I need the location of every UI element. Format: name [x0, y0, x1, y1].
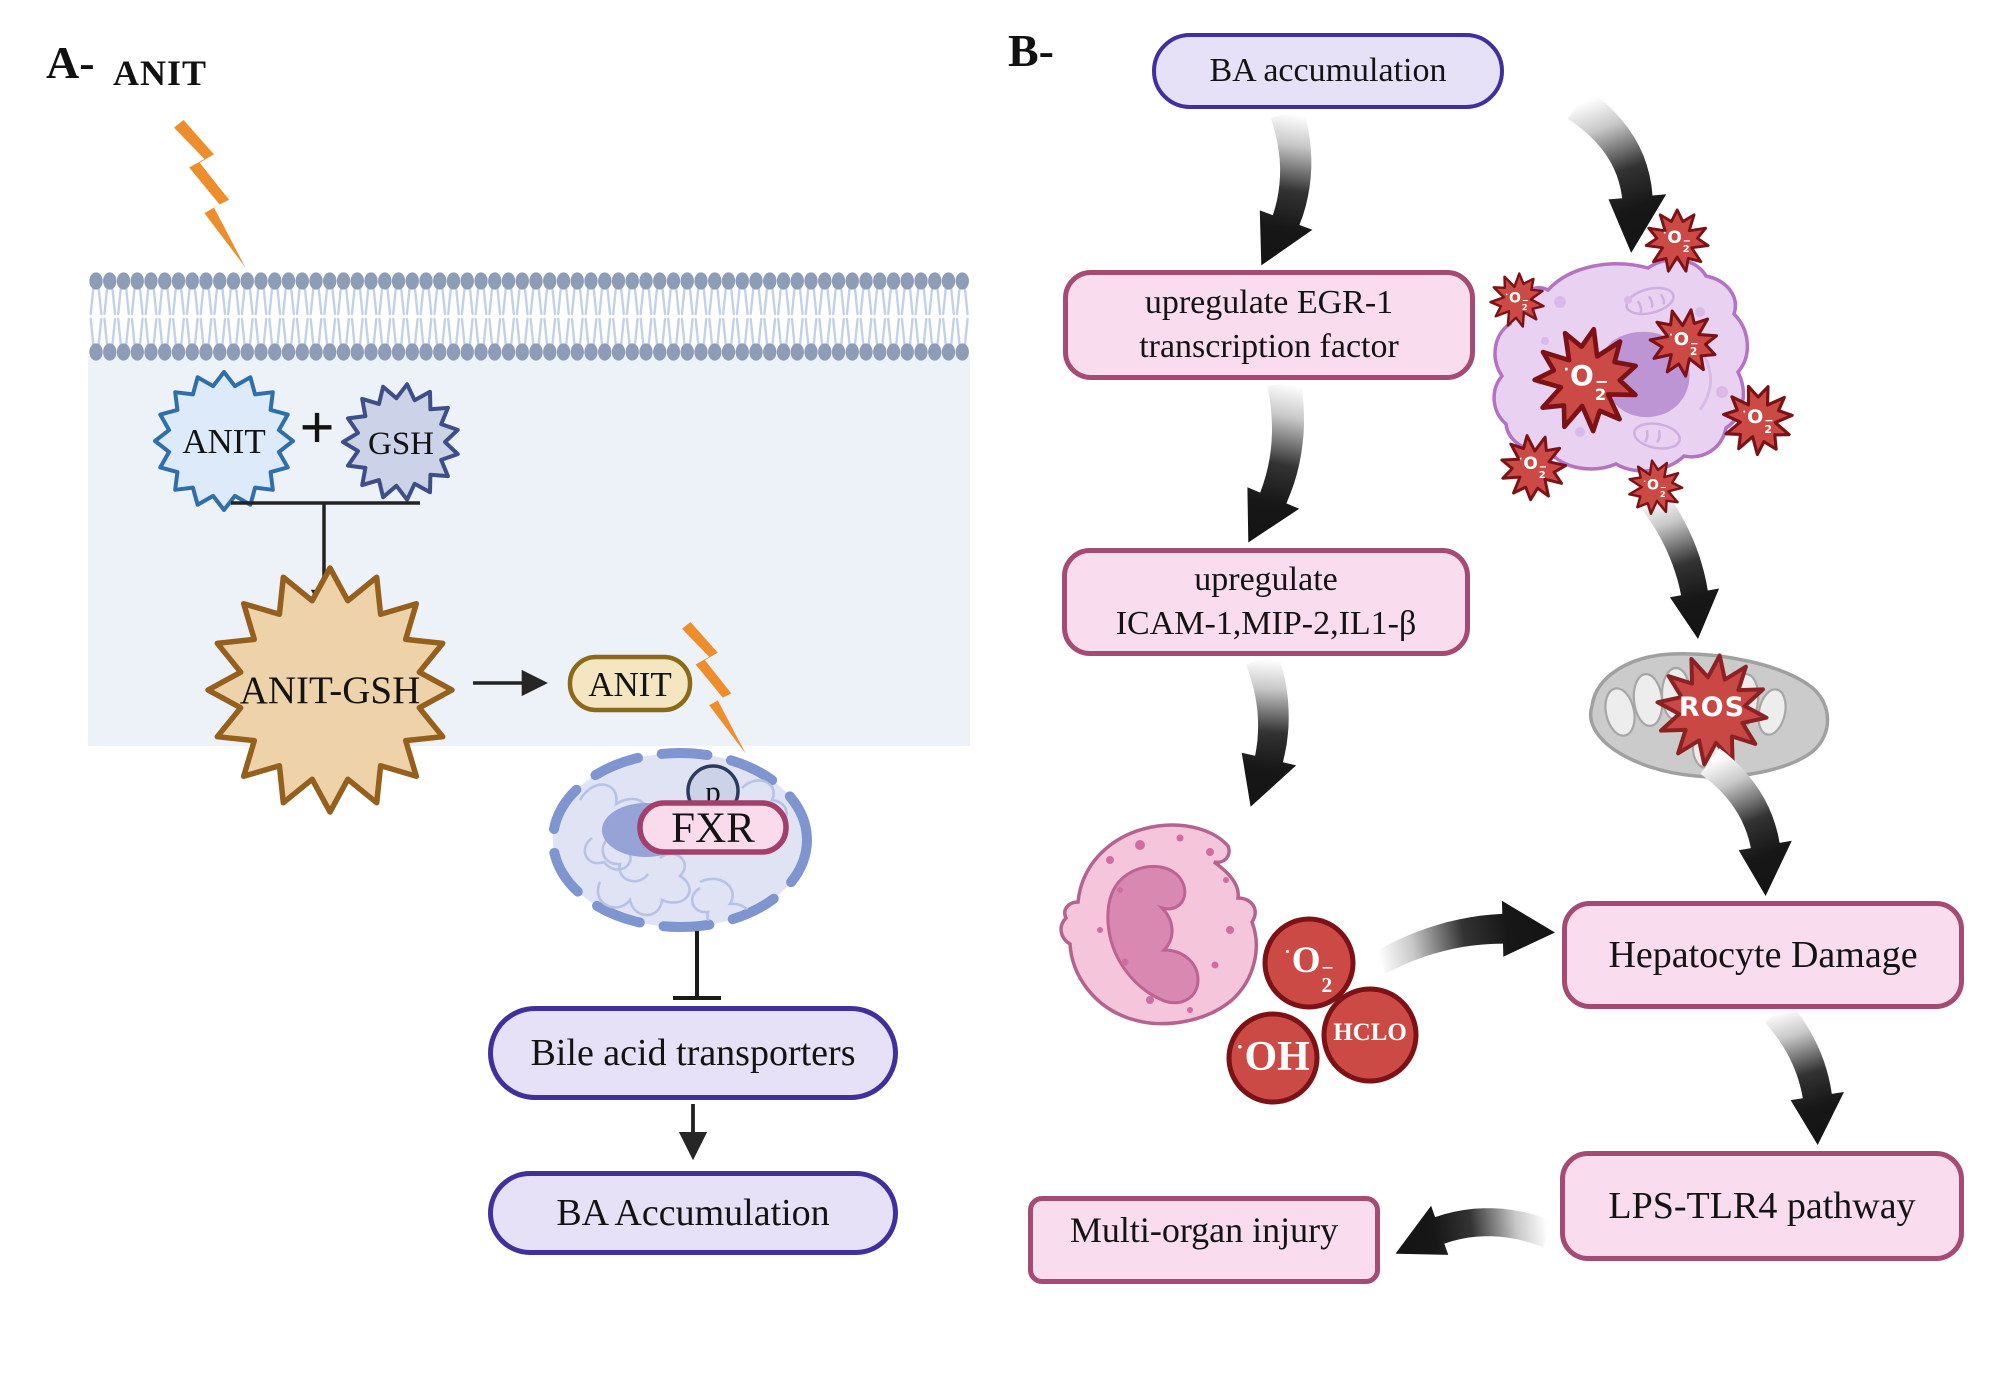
lps-tlr4-box: LPS-TLR4 pathway [1560, 1151, 1964, 1261]
hepatocyte-damage-label: Hepatocyte Damage [1608, 933, 1918, 976]
multi-organ-injury-label: Multi-organ injury [1069, 1210, 1339, 1250]
hclo-circle [1321, 986, 1419, 1084]
superoxide-circle [1262, 916, 1356, 1010]
flow-arrow [1567, 89, 1667, 253]
flow-arrow [1700, 748, 1792, 896]
radical-circles [1226, 916, 1419, 1105]
superoxide-burst-label: ·O−2 [1669, 329, 1699, 359]
burst-star-icon [1488, 272, 1545, 328]
hydroxyl-circle [1226, 1011, 1320, 1105]
superoxide-sup: − [1321, 955, 1334, 980]
burst-star-icon [1649, 308, 1719, 378]
superoxide-base: O [1291, 940, 1321, 981]
egr1-box: upregulate EGR-1 transcription factor [1063, 270, 1475, 380]
flow-arrow-layer [1241, 89, 1844, 1255]
superoxide-burst: ·O−2 [1530, 324, 1642, 436]
neutrophil-dots [1097, 834, 1234, 1013]
flow-arrow [1247, 379, 1304, 543]
ba-accumulation-label-a: BA Accumulation [556, 1191, 830, 1234]
ros-label: ROS [1678, 692, 1746, 723]
nucleus: p FXR [548, 748, 812, 932]
superoxide-burst: ·O−2 [1647, 306, 1720, 379]
superoxide-burst: ·O−2 [1720, 382, 1796, 458]
radical-dot: · [1284, 941, 1291, 963]
ros-burst [1655, 653, 1769, 767]
egr1-line2: transcription factor [1139, 328, 1399, 365]
fxr-pill: FXR [637, 800, 789, 855]
gsh-star: GSH [341, 382, 460, 502]
inhibition-line [673, 931, 721, 1000]
flow-arrow [1395, 1205, 1553, 1255]
superoxide-burst-label: ·O−2 [1518, 453, 1548, 482]
superoxide-burst: ·O−2 [1626, 458, 1685, 517]
superoxide-burst-label: ·O−2 [1563, 358, 1609, 404]
anit-gsh-star: ANIT-GSH [205, 565, 455, 815]
superoxide-burst-label: ·O−2 [1662, 227, 1692, 256]
superoxide-sub: 2 [1321, 973, 1333, 998]
superoxide-burst-label: ·O−2 [1505, 289, 1529, 312]
cell-membrane [88, 271, 971, 362]
burst-star-icon [1644, 208, 1710, 273]
panel-b-label: B- [1008, 25, 1054, 76]
lightning-bolt-icon-2 [682, 622, 746, 754]
superoxide-radical-label: ·O−2 [1249, 939, 1369, 998]
hepatocyte-damage-box: Hepatocyte Damage [1562, 901, 1964, 1009]
hclo-label: HCLO [1333, 1019, 1407, 1046]
superoxide-burst: ·O−2 [1498, 432, 1569, 503]
burst-star-icon [1532, 326, 1638, 434]
neutrophil [1059, 823, 1258, 1026]
bile-acid-transporters-box: Bile acid transporters [488, 1006, 898, 1100]
burst-star-icon [1627, 459, 1684, 515]
flow-arrow [1640, 488, 1720, 639]
multi-organ-injury-box: Multi-organ injury [1028, 1196, 1380, 1284]
icam-box: upregulate ICAM-1,MIP-2,IL1-β [1062, 548, 1470, 656]
hydroxyl-base: OH [1244, 1034, 1310, 1080]
plus-sign: + [299, 394, 334, 462]
flow-arrow [1241, 653, 1297, 807]
burst-star-icon [1722, 385, 1794, 457]
superoxide-burst: ·O−2 [1488, 271, 1547, 330]
egr1-line1: upregulate EGR-1 [1144, 284, 1394, 322]
anit-pill: ANIT [567, 654, 693, 713]
lps-tlr4-label: LPS-TLR4 pathway [1608, 1184, 1916, 1227]
hydroxyl-radical-label: ·OH [1213, 1033, 1333, 1081]
bile-acid-transporters-label: Bile acid transporters [530, 1031, 856, 1074]
anit-gsh-star-label: ANIT-GSH [240, 669, 421, 712]
anit-star: ANIT [153, 370, 295, 512]
ba-accumulation-label-b: BA accumulation [1209, 52, 1447, 90]
ba-accumulation-box-a: BA Accumulation [488, 1171, 898, 1255]
flow-arrow [1765, 1001, 1844, 1145]
superoxide-burst-label: ·O−2 [1742, 405, 1774, 437]
kupffer-dots [1536, 296, 1728, 437]
gsh-star-label: GSH [368, 426, 434, 462]
lightning-bolt-icon [174, 120, 246, 268]
icam-line1: upregulate [1194, 561, 1338, 599]
superoxide-burst: ·O−2 [1643, 207, 1711, 275]
anit-pill-label: ANIT [588, 665, 672, 704]
kupffer-organelle [1625, 286, 1681, 450]
anit-star-label: ANIT [182, 422, 266, 461]
panel-a-label: A- [46, 37, 95, 88]
fxr-label: FXR [671, 805, 755, 852]
flow-arrow [1259, 107, 1313, 266]
mitochondria [1588, 652, 1830, 779]
ba-accumulation-box-b: BA accumulation [1152, 33, 1504, 109]
burst-star-icon [1499, 433, 1567, 501]
icam-line2: ICAM-1,MIP-2,IL1-β [1115, 605, 1417, 642]
anit-source-label: ANIT [113, 53, 208, 93]
flow-arrow [1374, 900, 1555, 974]
superoxide-burst-label: ·O−2 [1643, 476, 1667, 499]
neutrophil-nucleus [1106, 864, 1200, 1005]
radical-dot: · [1236, 1034, 1244, 1059]
